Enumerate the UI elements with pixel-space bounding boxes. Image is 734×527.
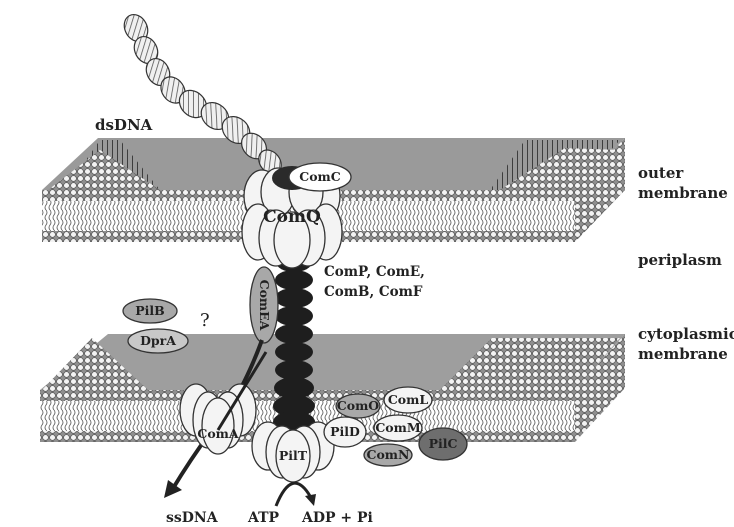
atp-label: ATP <box>247 510 280 526</box>
pild-protein: PilD <box>324 417 366 447</box>
question-mark: ? <box>200 310 210 331</box>
comq-label: ComQ <box>263 207 321 227</box>
dpra-protein: DprA <box>128 329 188 353</box>
channel-proteins-label-line1: ComP, ComE, <box>324 264 425 280</box>
comm-label: ComM <box>375 420 421 435</box>
pilb-label: PilB <box>135 303 164 318</box>
atp-arrowhead <box>305 494 316 506</box>
coml-label: ComL <box>388 392 429 407</box>
comea-protein: ComEA <box>250 267 278 343</box>
pilb-protein: PilB <box>123 299 177 323</box>
dpra-label: DprA <box>140 333 176 348</box>
atp-hydrolysis-arrow <box>276 483 310 506</box>
comea-label: ComEA <box>257 280 272 331</box>
ssdna-label: ssDNA <box>166 510 219 526</box>
comc-label: ComC <box>299 169 341 184</box>
cytoplasmic-membrane-label-line1: cytoplasmic <box>638 325 734 343</box>
como-label: ComO <box>337 398 380 413</box>
como-protein: ComO <box>336 394 380 418</box>
coml-protein: ComL <box>384 387 432 413</box>
cytoplasmic-membrane-label-line2: membrane <box>638 345 728 363</box>
ssdna-arrowhead <box>164 480 182 498</box>
pilc-protein: PilC <box>419 428 467 460</box>
outer-membrane-label-line1: outer <box>638 164 684 182</box>
pilt-complex: PilT <box>252 422 334 482</box>
comc-protein: ComC <box>289 163 351 191</box>
pild-label: PilD <box>330 424 360 439</box>
comm-protein: ComM <box>374 415 422 441</box>
pilc-label: PilC <box>429 436 458 451</box>
comn-protein: ComN <box>364 444 412 466</box>
periplasm-label: periplasm <box>638 251 722 269</box>
outer-membrane-label-line2: membrane <box>638 184 728 202</box>
adp-label: ADP + Pi <box>301 510 373 526</box>
pilt-label: PilT <box>279 448 308 463</box>
channel-proteins-label-line2: ComB, ComF <box>324 284 423 300</box>
comn-label: ComN <box>367 447 410 462</box>
dsdna-label: dsDNA <box>95 116 153 134</box>
